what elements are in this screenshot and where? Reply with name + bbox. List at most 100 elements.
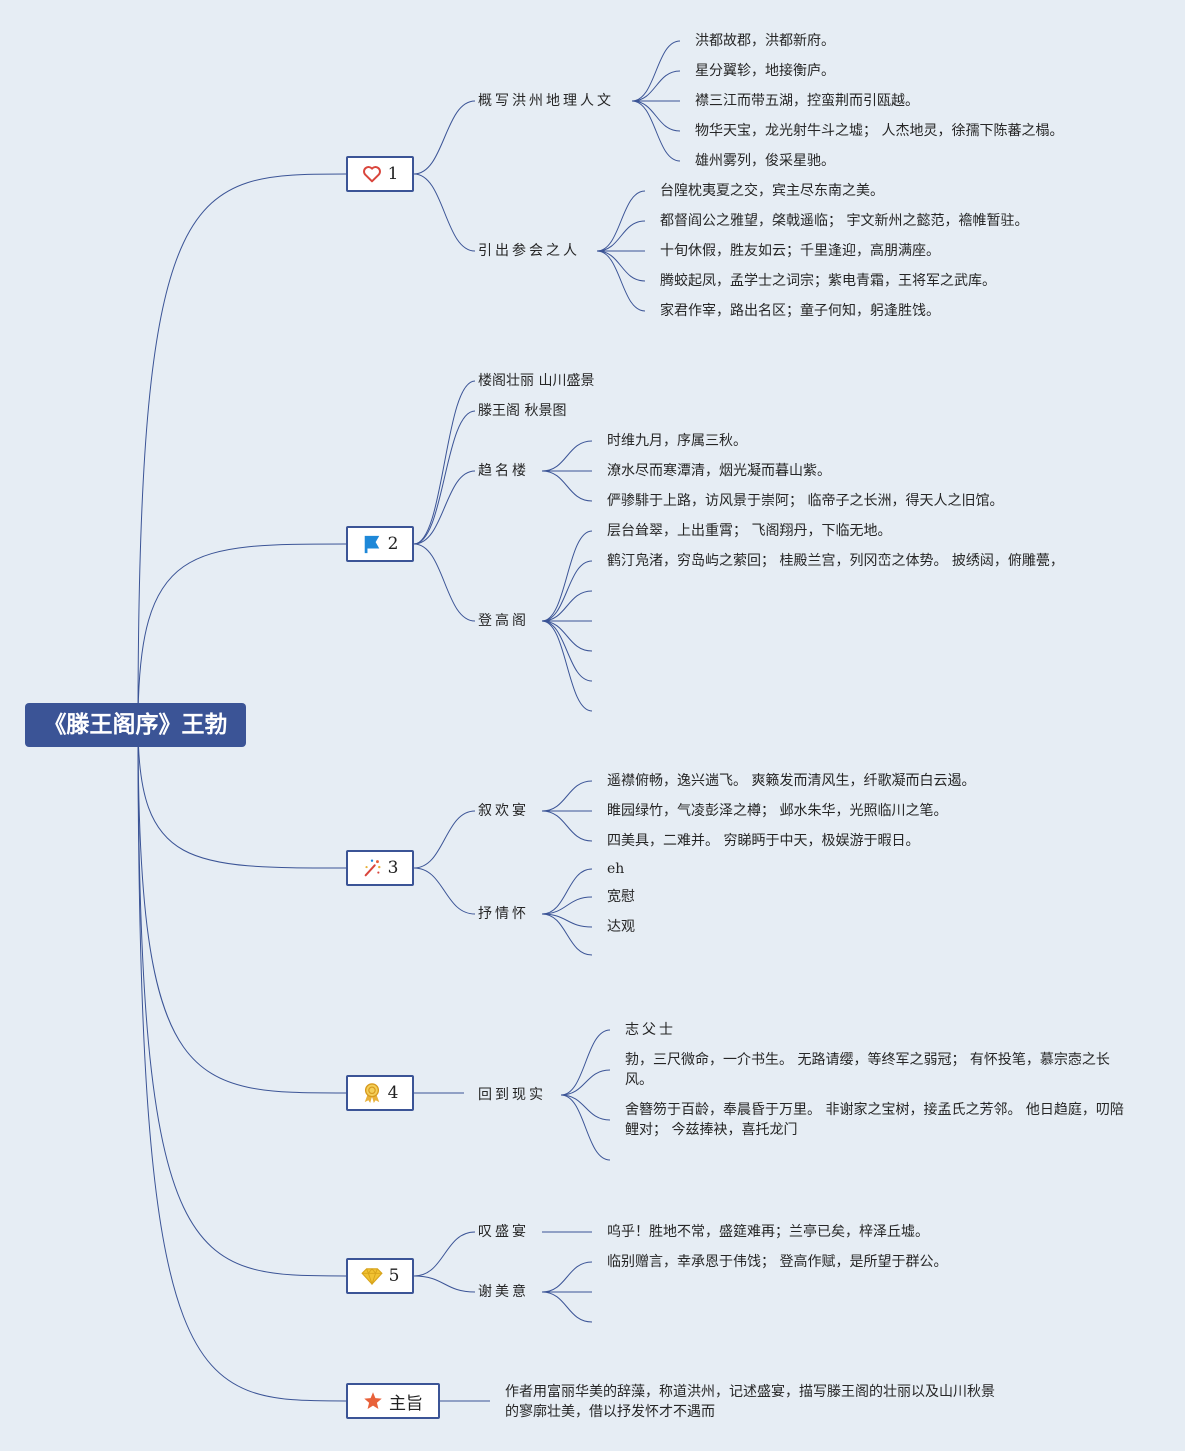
section-1-label: 1 <box>387 164 399 184</box>
section-connector <box>413 867 476 915</box>
leaf-connector <box>560 1029 611 1096</box>
section-connector <box>413 410 476 545</box>
leaf-connector <box>631 100 681 132</box>
leaf-item[interactable]: 达观 <box>607 919 635 935</box>
branch-title[interactable]: 回到现实 <box>478 1087 546 1103</box>
leaf-item[interactable]: 呜乎！胜地不常，盛筵难再；兰亭已矣，梓泽丘墟。 <box>607 1224 929 1240</box>
leaf-item[interactable]: 遥襟俯畅，逸兴遄飞。 爽籁发而清风生，纤歌凝而白云遏。 <box>607 773 976 789</box>
leaf-item[interactable]: 十旬休假，胜友如云；千里逢迎，高朋满座。 <box>660 243 940 259</box>
medal-icon <box>364 1083 379 1103</box>
leaf-connector <box>541 560 593 622</box>
leaf-item[interactable]: 鹤汀凫渚，穷岛屿之萦回； 桂殿兰宫，列冈峦之体势。 披绣闼，俯雕甍， <box>607 553 1064 569</box>
section-connector <box>413 100 476 175</box>
branch-title[interactable]: 抒情怀 <box>478 906 529 922</box>
section-connector <box>413 470 476 545</box>
leaf-connector <box>541 470 593 502</box>
fireworks-icon <box>364 859 381 877</box>
section-4-box[interactable]: 4 <box>346 1075 414 1111</box>
leaf-item[interactable]: 时维九月，序属三秋。 <box>607 433 747 449</box>
leaf-connector <box>596 250 646 312</box>
section-2-box[interactable]: 2 <box>346 526 414 562</box>
flag-icon <box>364 535 379 554</box>
branch-title[interactable]: 楼阁壮丽 山川盛景 <box>478 373 595 389</box>
leaf-connector <box>541 780 593 812</box>
leaf-connector <box>631 100 681 162</box>
leaf-connector <box>560 1069 611 1096</box>
leaf-item[interactable]: 俨骖騑于上路，访风景于崇阿； 临帝子之长洲，得天人之旧馆。 <box>607 493 1004 509</box>
leaf-item[interactable]: 台隍枕夷夏之交，宾主尽东南之美。 <box>660 183 884 199</box>
section-connector <box>413 1231 476 1277</box>
heart-icon <box>362 166 381 183</box>
diamond-icon <box>360 1268 383 1285</box>
leaf-item[interactable]: 洪都故郡，洪都新府。 <box>695 33 835 49</box>
root-connector <box>137 173 347 726</box>
leaf-connector <box>596 250 646 282</box>
root-connector <box>137 724 347 869</box>
leaf-connector <box>560 1094 611 1121</box>
leaf-item[interactable]: 宽慰 <box>607 889 635 905</box>
section-5-box[interactable]: 5 <box>346 1258 414 1294</box>
section-connector <box>413 380 476 545</box>
section-theme-label: 主旨 <box>389 1393 423 1414</box>
leaf-connector <box>541 440 593 472</box>
leaf-item[interactable]: 层台耸翠，上出重霄； 飞阁翔丹，下临无地。 <box>607 523 892 539</box>
leaf-item[interactable]: 家君作宰，路出名区；童子何知，躬逢胜饯。 <box>660 303 940 319</box>
leaf-connector <box>631 70 681 102</box>
branch-title[interactable]: 谢美意 <box>478 1284 529 1300</box>
branch-title[interactable]: 引出参会之人 <box>478 243 580 259</box>
section-connector <box>413 1275 476 1293</box>
root-connector <box>137 724 347 1094</box>
leaf-connector <box>541 620 593 712</box>
leaf-connector <box>541 530 593 622</box>
section-theme-box[interactable]: 主旨 <box>346 1383 440 1419</box>
leaf-item[interactable]: 雄州雾列，俊采星驰。 <box>695 153 835 169</box>
root-connector <box>137 543 347 726</box>
leaf-connector <box>560 1094 611 1161</box>
section-1-box[interactable]: 1 <box>346 156 414 192</box>
star-icon <box>364 1392 382 1409</box>
root-connector <box>137 724 347 1277</box>
section-connector <box>413 173 476 252</box>
root-connector <box>137 724 347 1402</box>
leaf-connector <box>631 40 681 102</box>
leaf-connector <box>541 913 593 956</box>
leaf-item[interactable]: 临别赠言，幸承恩于伟饯； 登高作赋，是所望于群公。 <box>607 1254 948 1270</box>
leaf-item[interactable]: 物华天宝，龙光射牛斗之墟； 人杰地灵，徐孺下陈蕃之榻。 <box>695 123 1064 139</box>
section-connector <box>413 543 476 622</box>
leaf-item[interactable]: 潦水尽而寒潭清，烟光凝而暮山紫。 <box>607 463 831 479</box>
section-4-label: 4 <box>387 1083 399 1103</box>
leaf-connector <box>596 190 646 252</box>
leaf-connector <box>541 810 593 842</box>
leaf-item[interactable]: 四美具，二难并。 穷睇眄于中天，极娱游于暇日。 <box>607 833 920 849</box>
branch-title[interactable]: 趋名楼 <box>478 463 529 479</box>
section-5-label: 5 <box>388 1266 400 1286</box>
branch-title[interactable]: 概写洪州地理人文 <box>478 93 614 109</box>
section-3-label: 3 <box>387 858 399 878</box>
root-topic[interactable]: 《滕王阁序》王勃 <box>25 703 246 747</box>
leaf-item[interactable]: eh <box>607 861 625 877</box>
leaf-connector <box>541 1291 593 1323</box>
section-connector <box>413 810 476 869</box>
leaf-item[interactable]: 星分翼轸，地接衡庐。 <box>695 63 835 79</box>
leaf-connector <box>541 868 593 915</box>
leaf-connector <box>541 590 593 622</box>
leaf-item[interactable]: 襟三江而带五湖，控蛮荆而引瓯越。 <box>695 93 919 109</box>
branch-title[interactable]: 滕王阁 秋景图 <box>478 403 567 419</box>
leaf-connector <box>541 1261 593 1293</box>
leaf-item[interactable]: 勃，三尺微命，一介书生。 无路请缨，等终军之弱冠； 有怀投笔，慕宗悫之长风。 <box>625 1052 1110 1088</box>
leaf-item[interactable]: 腾蛟起凤，孟学士之词宗；紫电青霜，王将军之武库。 <box>660 273 996 289</box>
branch-title[interactable]: 叹盛宴 <box>478 1224 529 1240</box>
leaf-connector <box>596 220 646 252</box>
section-3-box[interactable]: 3 <box>346 850 414 886</box>
theme-summary[interactable]: 作者用富丽华美的辞藻，称道洪州，记述盛宴，描写滕王阁的壮丽以及山川秋景的寥廓壮美… <box>505 1384 995 1420</box>
leaf-item[interactable]: 志父士 <box>625 1022 676 1038</box>
leaf-connector <box>541 896 593 915</box>
leaf-item[interactable]: 都督阎公之雅望，棨戟遥临； 宇文新州之懿范，襜帷暂驻。 <box>660 213 1029 229</box>
branch-title[interactable]: 叙欢宴 <box>478 803 529 819</box>
leaf-item[interactable]: 舍簪笏于百龄，奉晨昏于万里。 非谢家之宝树，接孟氏之芳邻。 他日趋庭，叨陪鲤对；… <box>625 1102 1124 1138</box>
leaf-connector <box>541 620 593 652</box>
branch-title[interactable]: 登高阁 <box>478 613 529 629</box>
section-2-label: 2 <box>387 534 399 554</box>
leaf-item[interactable]: 睢园绿竹，气凌彭泽之樽； 邺水朱华，光照临川之笔。 <box>607 803 948 819</box>
